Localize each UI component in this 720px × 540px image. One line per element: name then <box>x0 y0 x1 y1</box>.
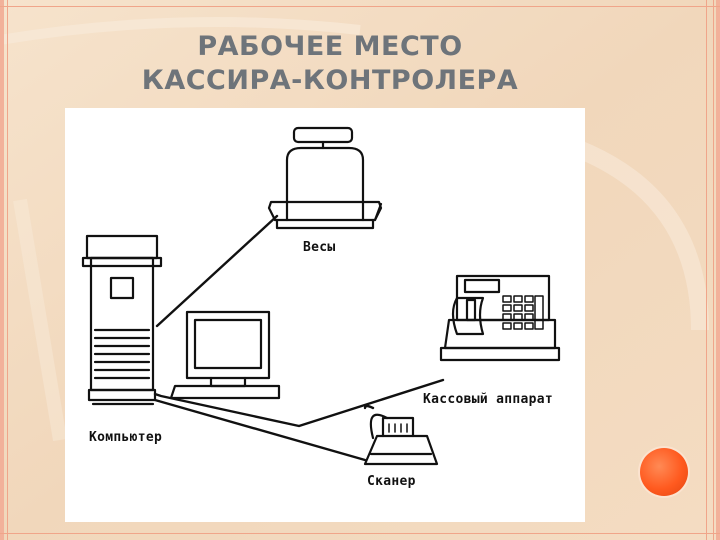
decorative-orb <box>640 448 688 496</box>
label-scales: Весы <box>303 240 336 255</box>
title-line-2: КАССИРА-КОНТРОЛЕРА <box>0 64 660 98</box>
label-computer: Компьютер <box>89 430 162 445</box>
cash-register-icon <box>441 276 559 360</box>
workstation-diagram: Весы Кассовый аппарат Компьютер Сканер <box>65 108 585 522</box>
connection-cables <box>155 216 443 460</box>
scales-icon <box>269 128 381 228</box>
scanner-icon <box>365 415 437 464</box>
label-scanner: Сканер <box>367 474 416 489</box>
slide-title: РАБОЧЕЕ МЕСТО КАССИРА-КОНТРОЛЕРА <box>0 30 660 98</box>
monitor-icon <box>171 312 279 398</box>
computer-tower-icon <box>83 236 161 404</box>
label-cash-register: Кассовый аппарат <box>423 392 553 407</box>
diagram-drawing <box>65 108 585 522</box>
title-line-1: РАБОЧЕЕ МЕСТО <box>0 30 660 64</box>
